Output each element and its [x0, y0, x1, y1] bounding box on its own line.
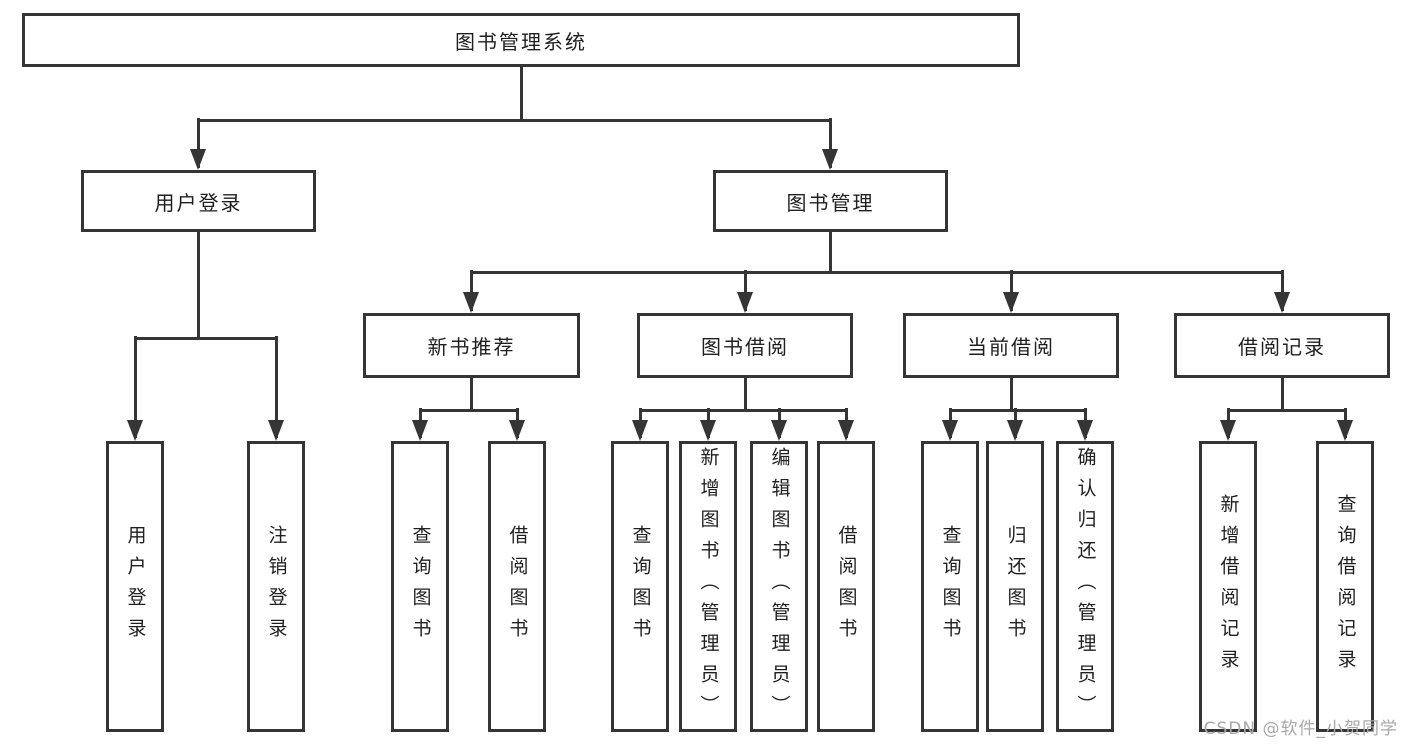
- node-label-current-query: 查询图书: [939, 524, 962, 649]
- arrowhead-down-icon: [1077, 420, 1093, 441]
- node-borrow-borrow: 借阅图书: [817, 441, 875, 732]
- node-current-return: 归还图书: [986, 441, 1044, 732]
- arrowhead-down-icon: [700, 420, 716, 441]
- connector-hline: [469, 270, 1284, 274]
- connector-vline: [469, 378, 473, 410]
- node-label-rec-query: 查询图书: [409, 524, 432, 649]
- arrowhead-down-icon: [190, 149, 206, 170]
- arrowhead-down-icon: [822, 149, 838, 170]
- connector-vline: [828, 118, 832, 168]
- arrowhead-down-icon: [737, 292, 753, 313]
- node-label-history-add: 新增借阅记录: [1217, 493, 1240, 680]
- connector-hline: [948, 408, 1087, 412]
- connector-vline: [743, 378, 747, 410]
- node-borrow: 图书借阅: [637, 313, 853, 378]
- node-history-add: 新增借阅记录: [1199, 441, 1257, 732]
- connector-vline: [519, 67, 523, 120]
- node-login-user: 用户登录: [106, 441, 164, 732]
- connector-vline: [1009, 378, 1013, 410]
- connector-hline: [1226, 408, 1347, 412]
- node-label-history: 借阅记录: [1238, 335, 1326, 359]
- node-label-rec-borrow: 借阅图书: [506, 524, 529, 649]
- arrowhead-down-icon: [1274, 292, 1290, 313]
- node-label-borrow-query: 查询图书: [629, 524, 652, 649]
- node-label-current-confirm: 确认归还（管理员）: [1074, 447, 1097, 726]
- node-login: 用户登录: [81, 170, 316, 232]
- node-label-borrow-edit: 编辑图书（管理员）: [768, 447, 791, 726]
- arrowhead-down-icon: [1337, 420, 1353, 441]
- connector-vline: [196, 232, 200, 338]
- node-label-borrow-borrow: 借阅图书: [835, 524, 858, 649]
- node-borrow-edit: 编辑图书（管理员）: [750, 441, 808, 732]
- arrowhead-down-icon: [509, 420, 525, 441]
- node-rec: 新书推荐: [363, 313, 580, 378]
- node-current-confirm: 确认归还（管理员）: [1056, 441, 1114, 732]
- node-label-login: 用户登录: [154, 190, 243, 215]
- node-mgmt: 图书管理: [713, 170, 948, 232]
- arrowhead-down-icon: [268, 420, 284, 441]
- arrowhead-down-icon: [942, 420, 958, 441]
- node-history: 借阅记录: [1174, 313, 1390, 378]
- node-current: 当前借阅: [903, 313, 1119, 378]
- node-label-rec: 新书推荐: [427, 335, 516, 359]
- arrowhead-down-icon: [1220, 420, 1236, 441]
- node-root: 图书管理系统: [22, 13, 1020, 67]
- arrowhead-down-icon: [412, 420, 428, 441]
- arrowhead-down-icon: [127, 420, 143, 441]
- node-borrow-add: 新增图书（管理员）: [679, 441, 737, 732]
- node-label-borrow: 图书借阅: [701, 335, 789, 359]
- arrowhead-down-icon: [632, 420, 648, 441]
- watermark-text: CSDN @软件_小贺同学: [1203, 719, 1398, 739]
- node-label-login-user: 用户登录: [124, 524, 147, 649]
- connector-vline: [196, 118, 200, 168]
- node-label-current: 当前借阅: [967, 335, 1055, 359]
- node-label-history-query: 查询借阅记录: [1334, 493, 1357, 680]
- arrowhead-down-icon: [1007, 420, 1023, 441]
- arrowhead-down-icon: [1003, 292, 1019, 313]
- connector-vline: [469, 270, 473, 311]
- node-label-root: 图书管理系统: [455, 29, 587, 54]
- connector-hline: [196, 118, 832, 122]
- node-label-borrow-add: 新增图书（管理员）: [697, 447, 720, 726]
- connector-vline: [1280, 378, 1284, 410]
- node-label-mgmt: 图书管理: [786, 190, 875, 215]
- node-rec-query: 查询图书: [391, 441, 449, 732]
- node-label-login-logout: 注销登录: [265, 524, 288, 649]
- connector-hline: [133, 336, 278, 340]
- node-history-query: 查询借阅记录: [1316, 441, 1374, 732]
- arrowhead-down-icon: [838, 420, 854, 441]
- connector-vline: [1009, 270, 1013, 311]
- node-borrow-query: 查询图书: [611, 441, 669, 732]
- node-login-logout: 注销登录: [247, 441, 305, 732]
- node-rec-borrow: 借阅图书: [488, 441, 546, 732]
- connector-vline: [274, 336, 278, 438]
- connector-vline: [743, 270, 747, 311]
- node-label-current-return: 归还图书: [1004, 524, 1027, 649]
- node-current-query: 查询图书: [921, 441, 979, 732]
- connector-vline: [133, 336, 137, 438]
- arrowhead-down-icon: [463, 292, 479, 313]
- arrowhead-down-icon: [771, 420, 787, 441]
- connector-hline: [418, 408, 519, 412]
- connector-vline: [828, 232, 832, 272]
- connector-vline: [1280, 270, 1284, 311]
- connector-hline: [638, 408, 848, 412]
